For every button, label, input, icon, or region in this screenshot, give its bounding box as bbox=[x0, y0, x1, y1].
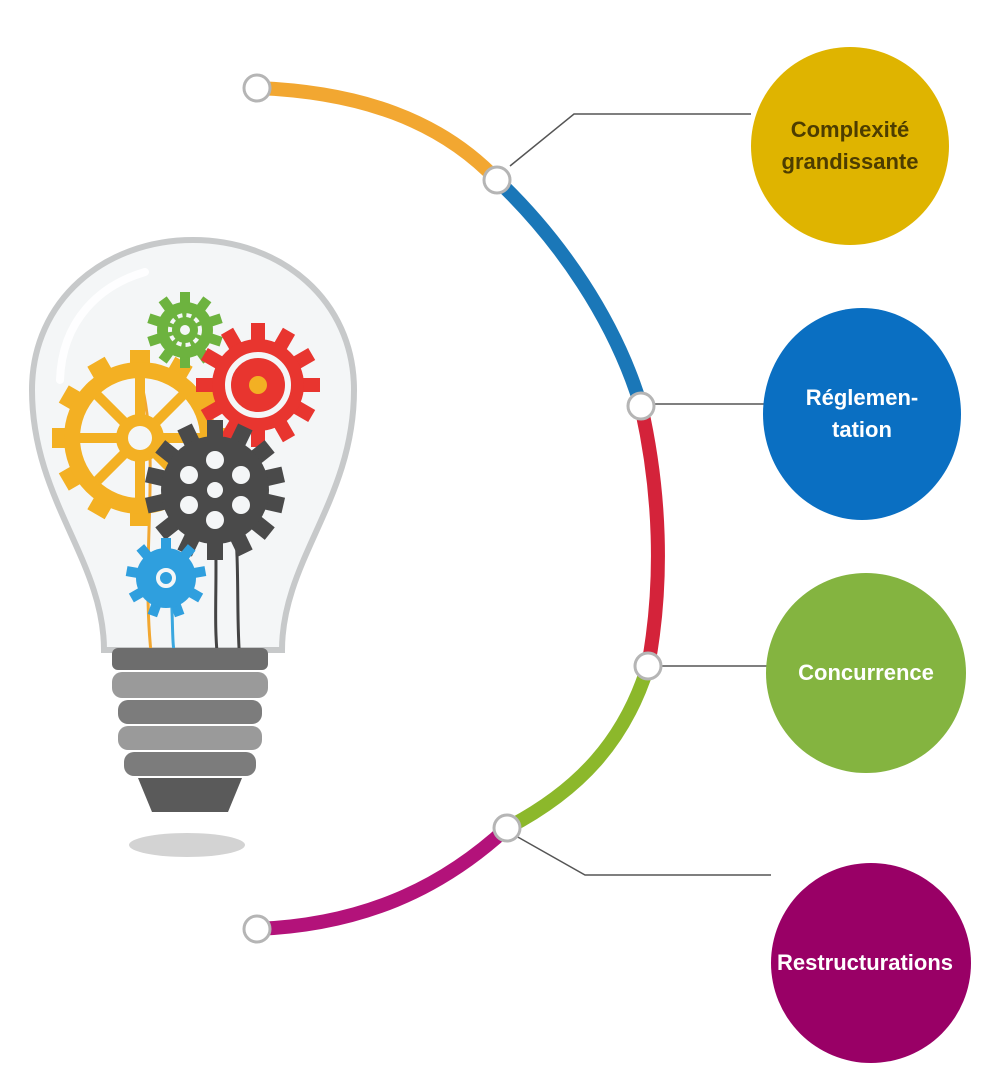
bubble-complexite-line-2: grandissante bbox=[781, 149, 919, 174]
gear-icon-red bbox=[196, 323, 320, 447]
connectors bbox=[509, 113, 771, 876]
bubble-reglementation-line-1: Réglemen- bbox=[805, 385, 919, 411]
bubble-concurrence: Concurrence bbox=[766, 573, 966, 773]
gear-icon-blue bbox=[125, 538, 207, 618]
timeline-arc bbox=[256, 81, 665, 936]
connector-restructurations bbox=[515, 835, 771, 876]
node-complexite bbox=[482, 165, 512, 195]
bubble-complexite-text: Complexité grandissante bbox=[782, 114, 919, 178]
bubble-restructurations-label: Restructurations bbox=[776, 950, 954, 976]
node-reglementation bbox=[626, 391, 656, 421]
connector-complexite bbox=[509, 113, 751, 167]
arc-segment-red bbox=[634, 404, 665, 668]
bubble-concurrence-label: Concurrence bbox=[798, 660, 934, 686]
arc-segment-green bbox=[503, 663, 655, 835]
node-end bbox=[242, 914, 272, 944]
node-restructurations bbox=[492, 813, 522, 843]
arc-segment-magenta bbox=[256, 822, 512, 936]
gear-icon-green bbox=[147, 292, 223, 368]
bubble-reglementation-line-2: tation bbox=[832, 417, 892, 442]
arc-segment-blue bbox=[492, 174, 648, 409]
node-start bbox=[242, 73, 272, 103]
bubble-reglementation: Réglemen- tation bbox=[763, 308, 961, 520]
gear-icon-dark bbox=[144, 420, 286, 560]
arc-nodes bbox=[242, 73, 663, 944]
arc-segment-orange bbox=[256, 81, 503, 185]
bubble-restructurations: Restructurations bbox=[771, 863, 971, 1063]
bubble-complexite-line-1: Complexité bbox=[790, 117, 910, 143]
bubble-complexite: Complexité grandissante bbox=[751, 47, 949, 245]
bubble-reglementation-text: Réglemen- tation bbox=[806, 382, 918, 446]
node-concurrence bbox=[633, 651, 663, 681]
